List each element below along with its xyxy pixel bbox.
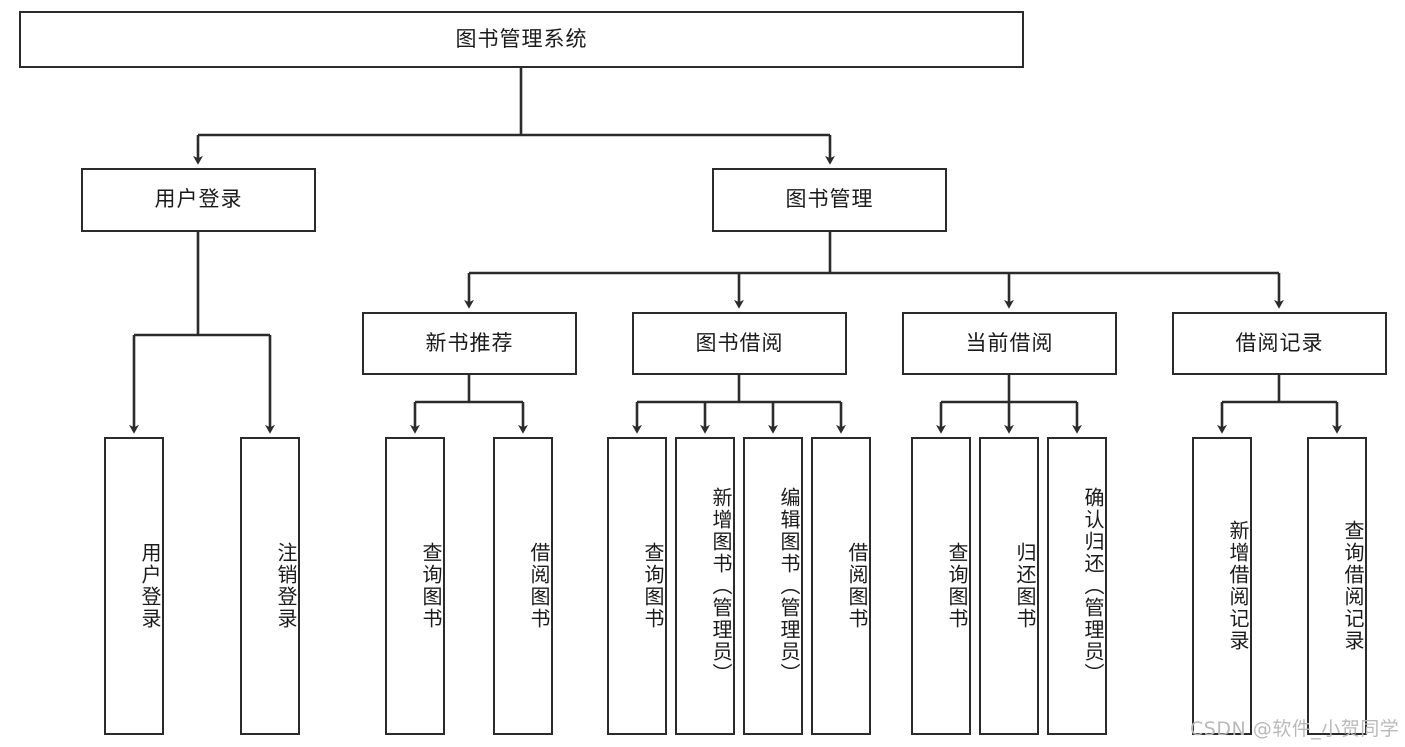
node-label: 确认归还（管理员） — [1081, 487, 1105, 685]
node-label: 当前借阅 — [965, 330, 1054, 355]
node-label: 借阅图书 — [527, 542, 551, 630]
node-leaf-confirm-return-admin[interactable]: 确认归还（管理员） — [1047, 437, 1107, 735]
node-label: 新书推荐 — [425, 330, 514, 355]
node-leaf-logout-login[interactable]: 注销登录 — [240, 437, 300, 735]
node-new-book-recommend[interactable]: 新书推荐 — [362, 312, 577, 375]
node-label: 图书管理系统 — [455, 26, 588, 51]
node-label: 注销登录 — [274, 542, 298, 630]
node-borrow-record[interactable]: 借阅记录 — [1172, 312, 1387, 375]
node-leaf-borrow-book-recommend[interactable]: 借阅图书 — [493, 437, 553, 735]
node-leaf-add-book-admin[interactable]: 新增图书（管理员） — [675, 437, 735, 735]
node-label: 用户登录 — [138, 542, 162, 630]
node-book-borrow[interactable]: 图书借阅 — [632, 312, 847, 375]
node-leaf-query-book-borrow[interactable]: 查询图书 — [607, 437, 667, 735]
node-leaf-query-book-current[interactable]: 查询图书 — [911, 437, 971, 735]
node-leaf-query-book-recommend[interactable]: 查询图书 — [385, 437, 445, 735]
node-label: 查询图书 — [419, 542, 443, 630]
node-leaf-query-borrow-record[interactable]: 查询借阅记录 — [1307, 437, 1367, 735]
node-label: 编辑图书（管理员） — [777, 487, 801, 685]
node-current-borrow[interactable]: 当前借阅 — [902, 312, 1117, 375]
node-label: 图书管理 — [785, 187, 874, 212]
node-leaf-edit-book-admin[interactable]: 编辑图书（管理员） — [743, 437, 803, 735]
node-label: 新增借阅记录 — [1226, 520, 1250, 652]
node-label: 借阅记录 — [1235, 330, 1324, 355]
node-label: 查询图书 — [641, 542, 665, 630]
node-label: 查询借阅记录 — [1341, 520, 1365, 652]
node-label: 新增图书（管理员） — [709, 487, 733, 685]
node-leaf-borrow-book-borrow[interactable]: 借阅图书 — [811, 437, 871, 735]
node-book-management[interactable]: 图书管理 — [712, 168, 947, 232]
node-leaf-return-book[interactable]: 归还图书 — [979, 437, 1039, 735]
node-label: 查询图书 — [945, 542, 969, 630]
node-user-login[interactable]: 用户登录 — [81, 168, 316, 232]
node-leaf-add-borrow-record[interactable]: 新增借阅记录 — [1192, 437, 1252, 735]
node-label: 用户登录 — [154, 187, 243, 212]
node-label: 归还图书 — [1013, 542, 1037, 630]
node-leaf-user-login[interactable]: 用户登录 — [104, 437, 164, 735]
node-label: 图书借阅 — [695, 330, 784, 355]
csdn-watermark: CSDN @软件_小贺同学 — [1190, 718, 1400, 740]
node-root-book-management-system[interactable]: 图书管理系统 — [19, 11, 1024, 68]
node-label: 借阅图书 — [845, 542, 869, 630]
